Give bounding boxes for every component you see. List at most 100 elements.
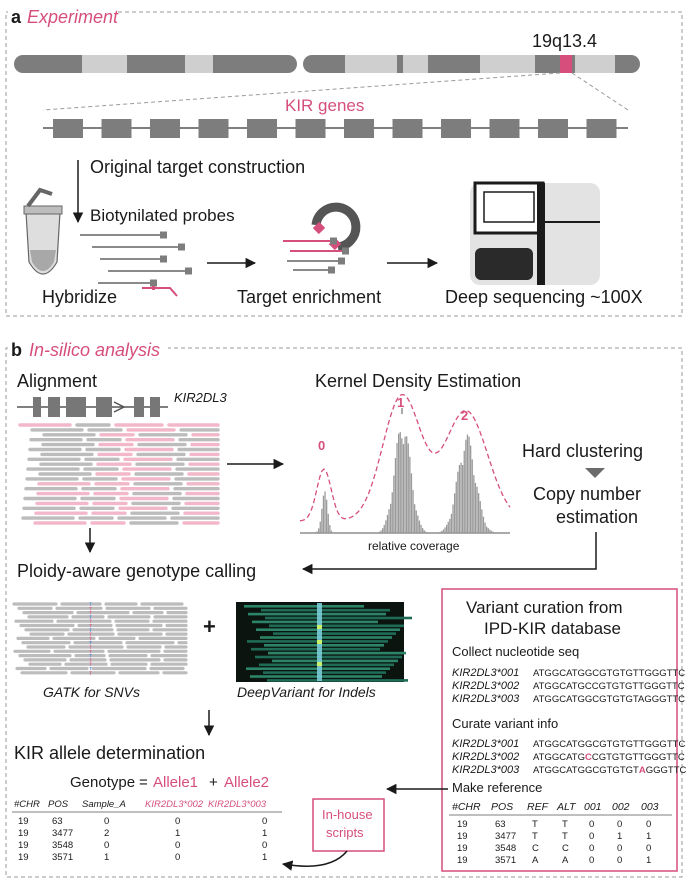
sequencing-label: Deep sequencing ~100X: [445, 287, 643, 307]
kir-gene-block: [101, 119, 132, 138]
geno-cell: 0: [175, 852, 180, 863]
ref-cell: 1: [646, 831, 651, 842]
kir-gene-block: [53, 119, 83, 138]
ref-cell: 0: [617, 855, 622, 866]
panel-b-frame: [5, 347, 683, 878]
geno-cell: 63: [52, 816, 63, 827]
ref-header-cell: #CHR: [452, 801, 481, 813]
peak-label-1: 1: [397, 395, 404, 410]
inhouse-label-1: In-house: [322, 807, 373, 822]
make-ref-label: Make reference: [452, 780, 542, 795]
ref-cell: C: [562, 843, 569, 854]
svg-text:T: T: [89, 661, 93, 668]
ref-header-cell: 003: [641, 801, 659, 813]
svg-text:T: T: [89, 610, 93, 617]
deepvariant-label: DeepVariant for Indels: [237, 684, 376, 700]
geno-cell: 0: [104, 840, 109, 851]
geno-cell: 2: [104, 828, 109, 839]
kir-gene-block: [198, 119, 229, 138]
ref-cell: 3548: [495, 843, 516, 854]
svg-text:T: T: [89, 653, 93, 660]
allele-name: KIR2DL3*001: [452, 738, 519, 750]
kir-gene-block: [441, 119, 471, 138]
hybridize-label: Hybridize: [42, 287, 117, 307]
enriched-probes-icon: [283, 237, 349, 274]
zoom-line-right: [571, 72, 629, 111]
ref-header-cell: REF: [527, 801, 549, 813]
clustering-arrow-icon: [585, 468, 605, 478]
kir-gene-block: [538, 119, 568, 138]
arrow-to-genotype: [281, 850, 348, 871]
allele-seq: ATGGCATGGCGTGTGTAGGGTTC: [533, 765, 687, 776]
panel-b-title-bg: [8, 341, 168, 361]
ref-cell: 0: [589, 855, 594, 866]
inhouse-label-2: scripts: [326, 825, 364, 840]
svg-text:T: T: [89, 670, 93, 677]
inhouse-scripts-box: [312, 798, 385, 852]
geno-cell: 1: [262, 852, 267, 863]
genotype-plus: +: [209, 774, 218, 791]
panel-b-title: In-silico analysis: [29, 340, 160, 360]
sequencer-icon: [470, 181, 600, 285]
geno-cell: 3548: [52, 840, 73, 851]
ref-cell: 19: [457, 831, 468, 842]
arrow-to-ploidy-from-cn: [301, 532, 597, 575]
ref-cell: 1: [646, 855, 651, 866]
ref-cell: C: [532, 843, 539, 854]
ref-cell: 63: [495, 819, 506, 830]
svg-text:T: T: [89, 635, 93, 642]
plus-sign: +: [203, 614, 216, 639]
ref-cell: 19: [457, 819, 468, 830]
collect-label: Collect nucleotide seq: [452, 644, 579, 659]
enrichment-label: Target enrichment: [237, 287, 381, 307]
ref-cell: A: [532, 855, 539, 866]
deepvariant-image: [236, 602, 412, 682]
kir-genes-label: KIR genes: [285, 96, 364, 115]
allele-seq: ATGGCATGCCGTGTGTTGGGTTC: [533, 681, 685, 692]
ref-cell: T: [532, 819, 538, 830]
allele-name: KIR2DL3*003: [452, 764, 520, 776]
geno-cell: 19: [18, 852, 29, 863]
gene-model: [17, 397, 168, 417]
ref-cell: 1: [617, 831, 622, 842]
alignment-label: Alignment: [17, 371, 97, 391]
ref-header-cell: 002: [612, 801, 630, 813]
ref-cell: 19: [457, 855, 468, 866]
svg-text:T: T: [89, 648, 93, 655]
determination-label: KIR allele determination: [14, 743, 205, 763]
geno-cell: 1: [104, 852, 109, 863]
kir-gene-block: [489, 119, 520, 138]
curation-box: [441, 588, 678, 872]
geno-header-cell: KIR2DL3*002: [145, 799, 204, 810]
svg-text:T: T: [89, 627, 93, 634]
construction-label: Original target construction: [90, 157, 305, 177]
geno-cell: 3571: [52, 852, 73, 863]
chromosome: [14, 55, 640, 73]
hard-clustering-label: Hard clustering: [522, 441, 643, 461]
panel-a-frame: [5, 11, 683, 317]
ref-cell: 0: [617, 843, 622, 854]
peak-label-2: 2: [461, 408, 468, 423]
allele-name: KIR2DL3*002: [452, 680, 519, 692]
ref-cell: A: [562, 855, 569, 866]
geno-cell: 0: [175, 816, 180, 827]
ref-cell: 0: [589, 831, 594, 842]
kir-gene-block: [392, 119, 423, 138]
allele-name: KIR2DL3*001: [452, 667, 519, 679]
ref-cell: 19: [457, 843, 468, 854]
allele-name: KIR2DL3*003: [452, 693, 520, 705]
geno-cell: 0: [104, 816, 109, 827]
geno-cell: 19: [18, 828, 29, 839]
ref-cell: 3571: [495, 855, 516, 866]
panel-a-title: Experiment: [27, 7, 119, 27]
panel-a-title-bg: [8, 6, 118, 26]
geno-cell: 0: [175, 840, 180, 851]
locus-label: 19q13.4: [532, 31, 597, 51]
probes-icon: [80, 231, 192, 297]
locus-band: [560, 55, 572, 73]
kde-title: Kernel Density Estimation: [315, 371, 521, 391]
allele2-label: Allele2: [224, 774, 269, 791]
